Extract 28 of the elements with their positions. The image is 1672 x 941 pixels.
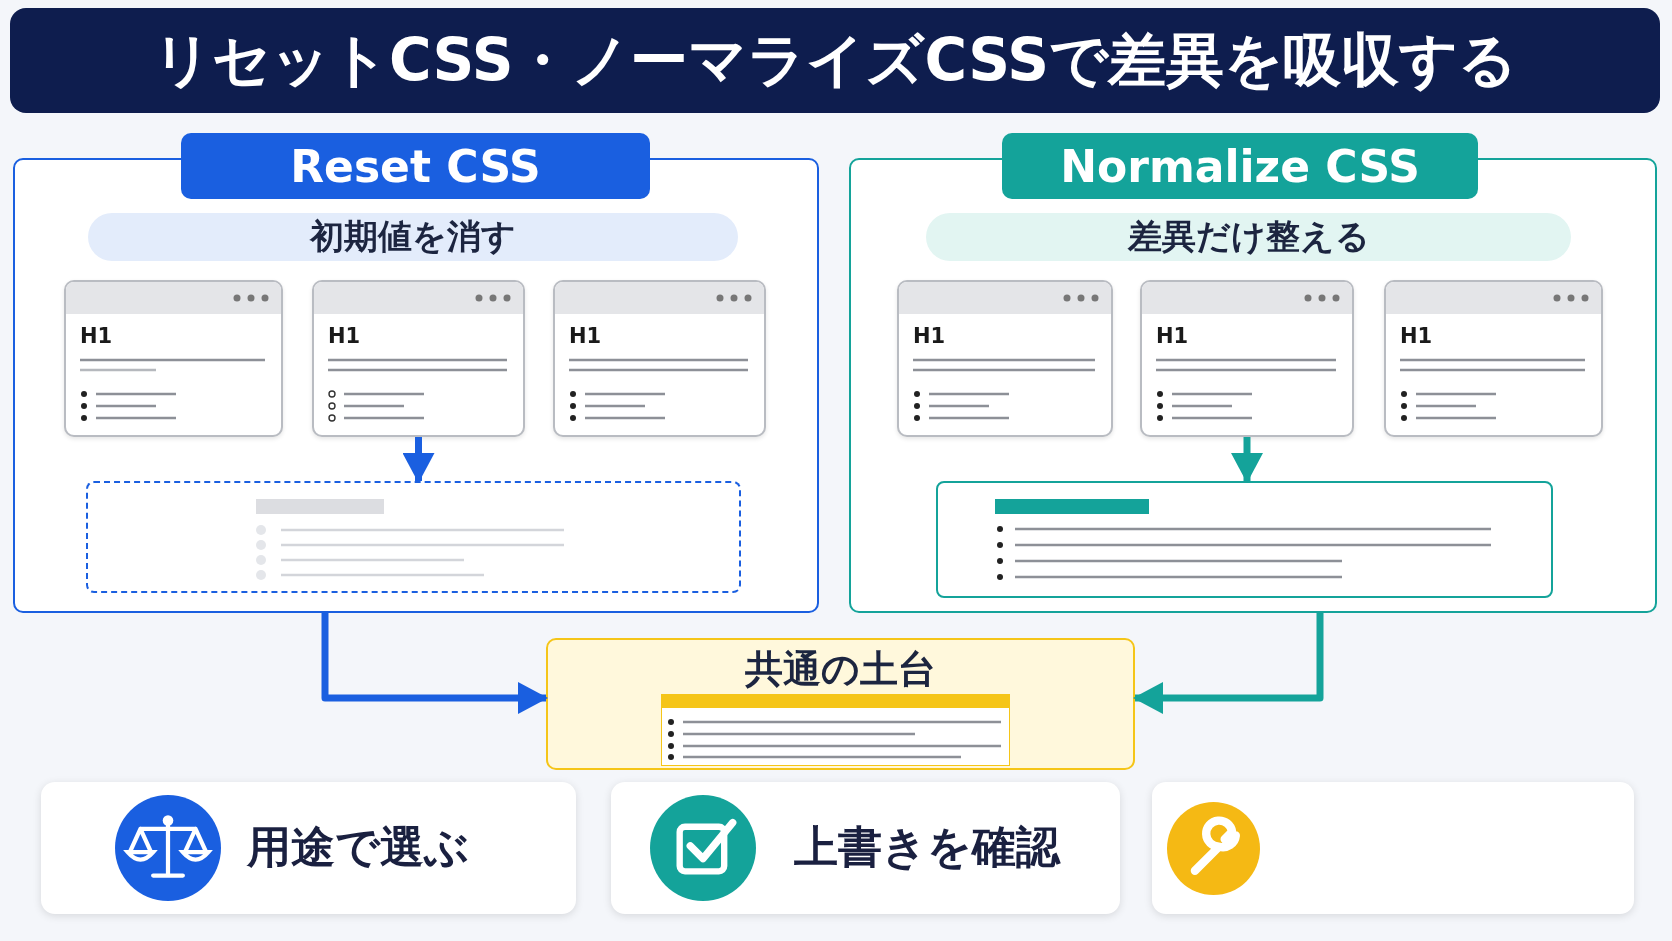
card-label: 用途で選ぶ xyxy=(247,820,469,874)
card-label: 上書きを確認 xyxy=(794,820,1060,874)
foundation-box xyxy=(546,638,1135,770)
feature-card xyxy=(611,782,1120,914)
box-heading: 共通の土台 xyxy=(744,646,937,693)
heading-text: H1 xyxy=(569,324,602,348)
heading-text: H1 xyxy=(1156,324,1189,348)
browser-window xyxy=(1140,280,1354,437)
browser-window xyxy=(312,280,525,437)
subheading-pill: 差異だけ整える xyxy=(926,213,1571,261)
browser-window xyxy=(897,280,1113,437)
browser-window xyxy=(553,280,766,437)
feature-card xyxy=(41,782,576,914)
browser-window xyxy=(1384,280,1603,437)
heading-text: H1 xyxy=(80,324,113,348)
heading-text: H1 xyxy=(328,324,361,348)
browser-window xyxy=(64,280,283,437)
arrow xyxy=(1231,437,1263,483)
heading-text: H1 xyxy=(913,324,946,348)
arrow xyxy=(321,613,548,714)
arrow xyxy=(1133,613,1324,714)
section-tab: Reset CSS xyxy=(181,133,650,199)
title-banner: リセットCSS・ノーマライズCSSで差異を吸収する xyxy=(10,8,1660,113)
feature-card xyxy=(1152,782,1634,914)
arrow xyxy=(402,437,435,483)
subheading-pill: 初期値を消す xyxy=(88,213,738,261)
section-tab: Normalize CSS xyxy=(1002,133,1478,199)
heading-text: H1 xyxy=(1400,324,1433,348)
